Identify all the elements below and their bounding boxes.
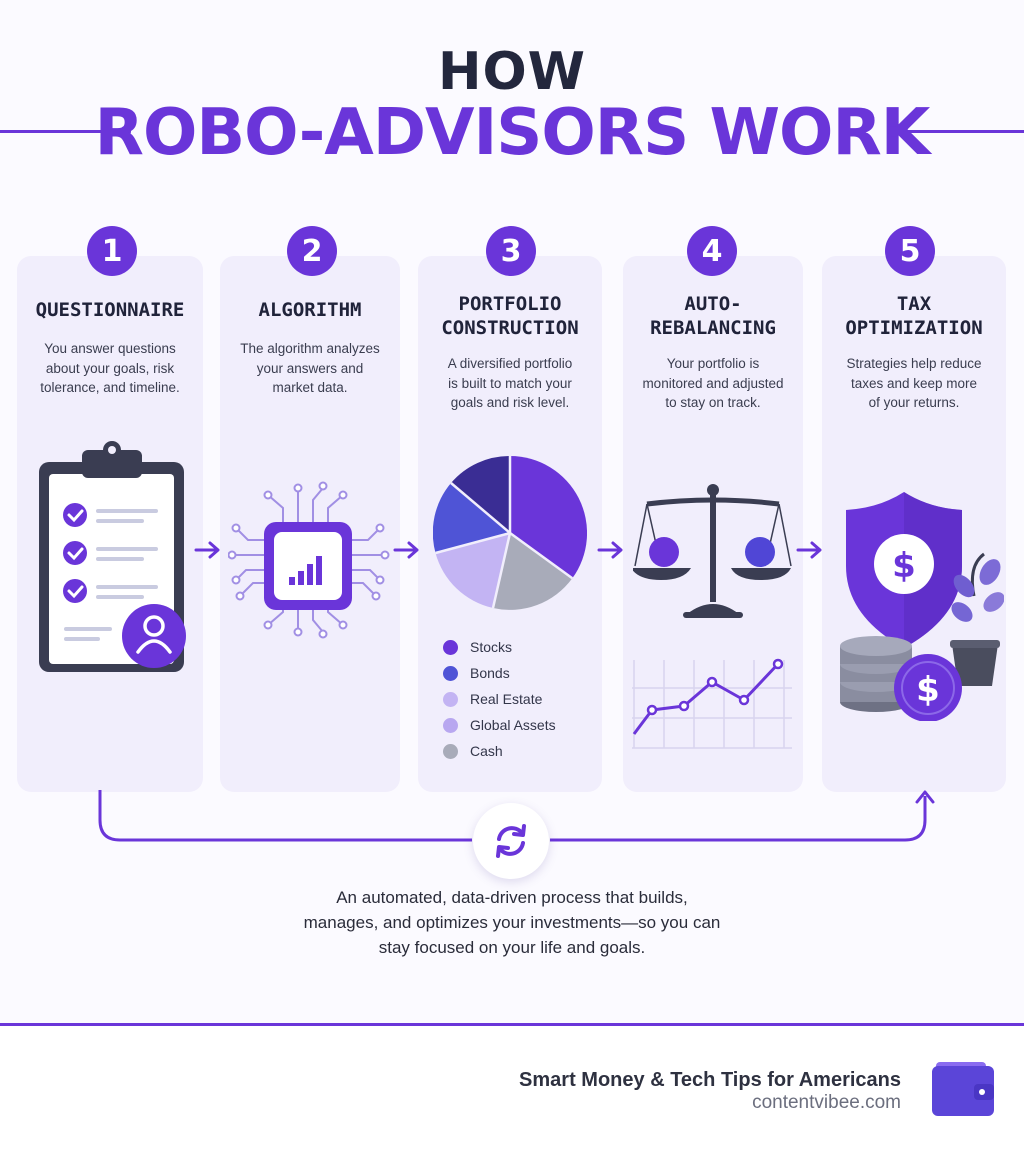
summary-text: An automated, data-driven process that b… — [212, 885, 812, 960]
title-how: HOW — [437, 42, 587, 102]
step-title-5-line-2: OPTIMIZATION — [845, 317, 983, 339]
legend-label: Bonds — [470, 665, 510, 681]
pie-chart-icon — [433, 456, 587, 610]
summary-line-3: stay focused on your life and goals. — [378, 938, 646, 957]
summary-line-2: manages, and optimizes your investments—… — [303, 913, 721, 932]
legend-item-real-estate: Real Estate — [443, 686, 556, 712]
arrow-right-icon — [194, 541, 220, 559]
legend-label: Real Estate — [470, 691, 543, 707]
legend-label: Stocks — [470, 639, 513, 655]
growth-line-chart-icon — [632, 658, 792, 749]
step-desc-4-line-1: Your portfolio is — [666, 356, 760, 371]
footer-divider — [0, 1023, 1024, 1026]
step-number-5: 5 — [885, 226, 935, 276]
title-rule-right — [892, 130, 1024, 133]
step-title-4: AUTO- REBALANCING — [623, 292, 803, 340]
step-desc-2-line-2: your answers and — [256, 360, 364, 376]
step-desc-4: Your portfolio is monitored and adjusted… — [623, 354, 803, 413]
arrow-right-icon — [393, 541, 419, 559]
step-desc-5: Strategies help reduce taxes and keep mo… — [822, 354, 1006, 413]
svg-text:$: $ — [916, 670, 940, 710]
step-desc-5-line-3: of your returns. — [868, 395, 960, 410]
step-desc-4-line-2: monitored and adjusted — [642, 375, 784, 391]
title-rule-left-dot — [120, 126, 131, 137]
portfolio-legend: Stocks Bonds Real Estate Global Assets C… — [443, 634, 556, 764]
legend-swatch — [443, 639, 458, 655]
step-desc-3-line-1: A diversified portfolio — [447, 356, 573, 371]
legend-item-stocks: Stocks — [443, 634, 556, 660]
legend-swatch — [443, 691, 458, 707]
step-desc-5-line-1: Strategies help reduce — [846, 356, 982, 371]
step-desc-3-line-2: is built to match your — [448, 375, 572, 391]
step-title-3-line-2: CONSTRUCTION — [441, 317, 579, 339]
step-number-2: 2 — [287, 226, 337, 276]
step-title-3-line-1: PORTFOLIO — [458, 293, 562, 315]
step-desc-3: A diversified portfolio is built to matc… — [418, 354, 602, 413]
legend-item-bonds: Bonds — [443, 660, 556, 686]
legend-swatch — [443, 717, 458, 733]
summary-line-1: An automated, data-driven process that b… — [336, 888, 688, 907]
brand-block: Smart Money & Tech Tips for Americans co… — [519, 1068, 901, 1114]
step-number-4: 4 — [687, 226, 737, 276]
step-title-4-line-2: REBALANCING — [650, 317, 776, 339]
legend-swatch — [443, 665, 458, 681]
balance-scale-icon — [633, 484, 792, 618]
step-desc-1-line-3: tolerance, and timeline. — [40, 380, 180, 395]
legend-swatch — [443, 743, 458, 759]
brand-url[interactable]: contentvibee.com — [752, 1092, 901, 1113]
legend-label: Global Assets — [470, 717, 556, 733]
arrow-right-icon — [796, 541, 822, 559]
title-rule-left — [0, 130, 124, 133]
step-title-2: ALGORITHM — [220, 298, 400, 322]
step-desc-1-line-2: about your goals, risk — [45, 360, 175, 376]
legend-item-global-assets: Global Assets — [443, 712, 556, 738]
step-title-4-line-1: AUTO- — [684, 293, 742, 315]
brand-tagline: Smart Money & Tech Tips for Americans — [519, 1069, 901, 1091]
clipboard-checklist-icon — [39, 441, 186, 672]
refresh-cycle-icon — [473, 803, 549, 879]
step-title-3: PORTFOLIO CONSTRUCTION — [418, 292, 602, 340]
step-desc-5-line-2: taxes and keep more — [850, 375, 978, 391]
step-desc-1-line-1: You answer questions — [44, 341, 176, 356]
processor-chip-icon — [228, 481, 390, 639]
step-title-1: QUESTIONNAIRE — [17, 298, 203, 322]
page-title: ROBO-ADVISORS WORK — [94, 96, 931, 170]
legend-label: Cash — [470, 743, 503, 759]
step-desc-1: You answer questions about your goals, r… — [17, 339, 203, 398]
step-number-3: 3 — [486, 226, 536, 276]
legend-item-cash: Cash — [443, 738, 556, 764]
step-title-5-line-1: TAX — [896, 293, 932, 315]
svg-text:$: $ — [892, 546, 916, 586]
step-title-1-line: QUESTIONNAIRE — [35, 299, 185, 321]
step-desc-2-line-1: The algorithm analyzes — [240, 341, 380, 356]
step-title-2-line: ALGORITHM — [258, 299, 362, 321]
step-desc-4-line-3: to stay on track. — [665, 395, 761, 410]
arrow-right-icon — [597, 541, 623, 559]
wallet-icon — [932, 1062, 994, 1116]
step-number-1: 1 — [87, 226, 137, 276]
shield-dollar-icon: $ $ — [840, 492, 1004, 721]
step-desc-2-line-3: market data. — [272, 380, 348, 395]
step-desc-3-line-3: goals and risk level. — [450, 395, 570, 410]
feedback-loop-line — [98, 790, 935, 842]
footer — [0, 1026, 1024, 1154]
step-desc-2: The algorithm analyzes your answers and … — [220, 339, 400, 398]
step-title-5: TAX OPTIMIZATION — [822, 292, 1006, 340]
